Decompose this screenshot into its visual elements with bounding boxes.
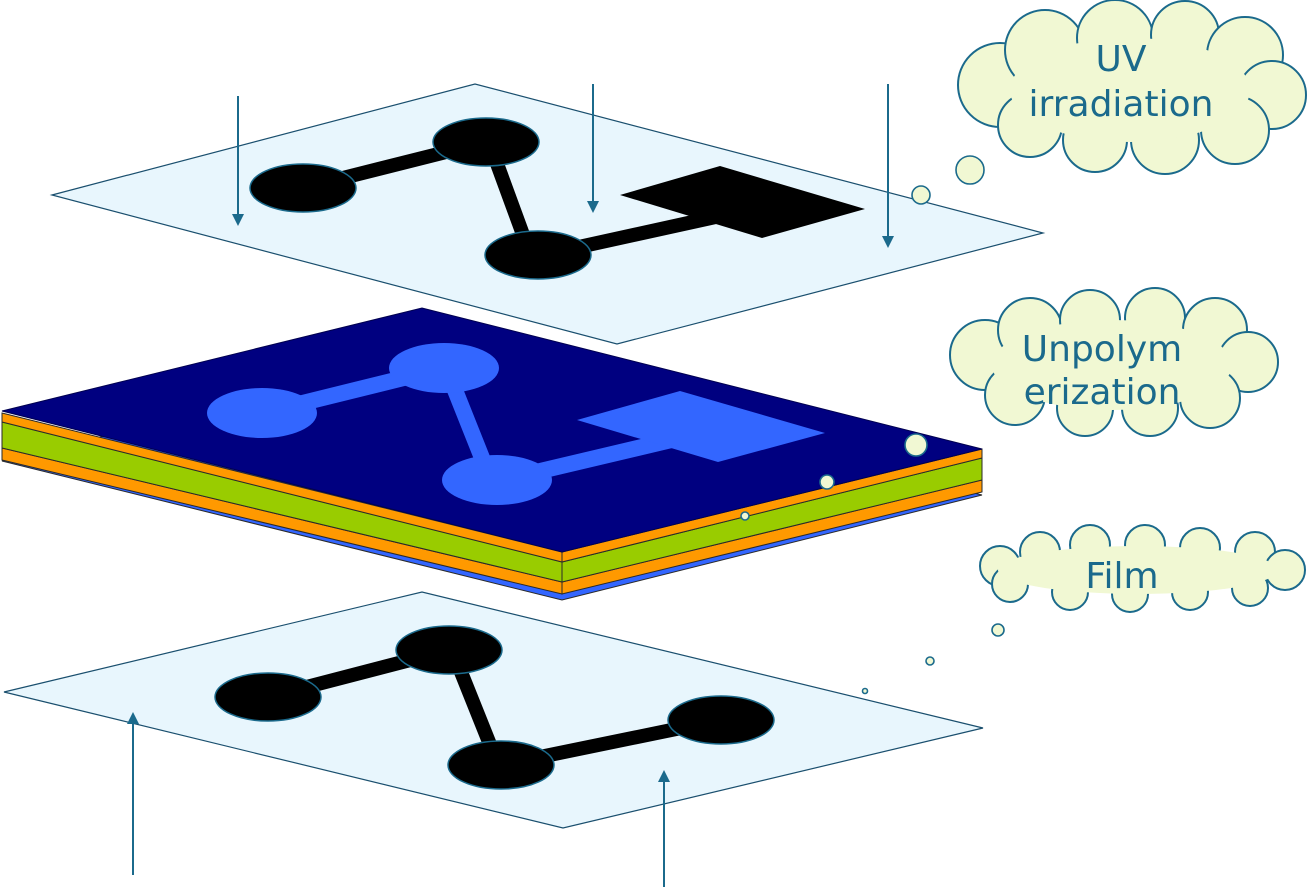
exposed-pattern xyxy=(207,343,825,505)
bottom-photomask xyxy=(3,591,984,829)
uv-label-line2: irradiation xyxy=(1029,84,1214,125)
uv-label-line1: UV xyxy=(1096,39,1147,80)
bottom-mask-pattern xyxy=(214,625,775,790)
unpoly-label-line1: Unpolym xyxy=(1022,329,1182,370)
up-arrow-icon xyxy=(127,712,139,875)
down-arrow-icon xyxy=(882,84,894,248)
unpolymerization-callout: Unpolym erization xyxy=(740,287,1279,521)
layer-stack xyxy=(1,307,983,601)
down-arrow-icon xyxy=(587,84,599,213)
top-film-sheet xyxy=(49,83,1046,345)
thought-bubble-icon xyxy=(911,155,985,205)
bottom-film-sheet xyxy=(3,591,984,829)
uv-cloud-shape xyxy=(957,0,1307,175)
uv-down-arrows xyxy=(232,84,894,248)
top-photomask xyxy=(49,83,1046,345)
up-arrow-icon xyxy=(658,770,670,887)
uv-irradiation-callout: UV irradiation xyxy=(911,0,1307,205)
down-arrow-icon xyxy=(232,96,244,226)
top-mask-pattern xyxy=(249,117,865,280)
film-label: Film xyxy=(1085,556,1158,597)
thought-bubble-icon xyxy=(861,623,1005,695)
stack-bubbles xyxy=(740,433,928,521)
unpoly-cloud-shape xyxy=(949,287,1279,437)
uv-up-arrows xyxy=(127,712,670,887)
unpoly-label-line2: erization xyxy=(1024,372,1181,413)
film-callout: Film xyxy=(861,524,1306,695)
film-cloud-shape xyxy=(979,524,1306,613)
photoresist-top-layer xyxy=(1,307,983,553)
